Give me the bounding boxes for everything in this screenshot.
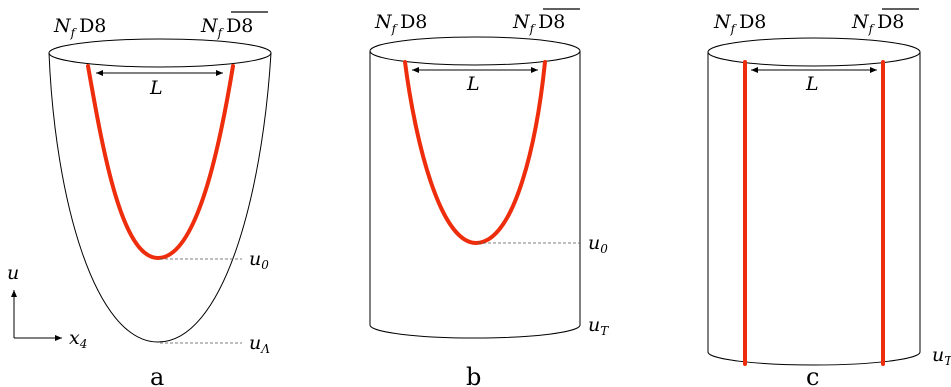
panel-caption-c: c (806, 363, 819, 387)
level-label-u0: u0 (249, 248, 269, 272)
level-label-uT: uT (932, 344, 951, 368)
level-label-ulambda: uΛ (249, 332, 270, 356)
cylinder-bottom (707, 351, 921, 366)
level-label-uT: uT (588, 314, 609, 338)
cylinder-bottom (369, 324, 581, 339)
axes-indicator: u x4 (7, 262, 87, 351)
u-axis-label: u (7, 262, 19, 284)
cylinder-sides (707, 52, 921, 352)
level-label-u0: u0 (588, 232, 608, 256)
boundary-ellipse (48, 38, 272, 68)
boundary-ellipse (707, 37, 921, 67)
panel-caption-a: a (150, 363, 164, 387)
x4-axis-label: x4 (69, 327, 87, 351)
boundary-ellipse (369, 36, 581, 66)
cylinder-sides (369, 51, 581, 325)
brane-u-shape (86, 64, 235, 261)
brane-u-shape (403, 60, 547, 246)
separation-label: L (466, 73, 480, 95)
separation-label: L (805, 73, 819, 95)
panel-caption-b: b (466, 363, 481, 387)
separation-label: L (149, 77, 163, 99)
cigar-surface (48, 52, 272, 343)
